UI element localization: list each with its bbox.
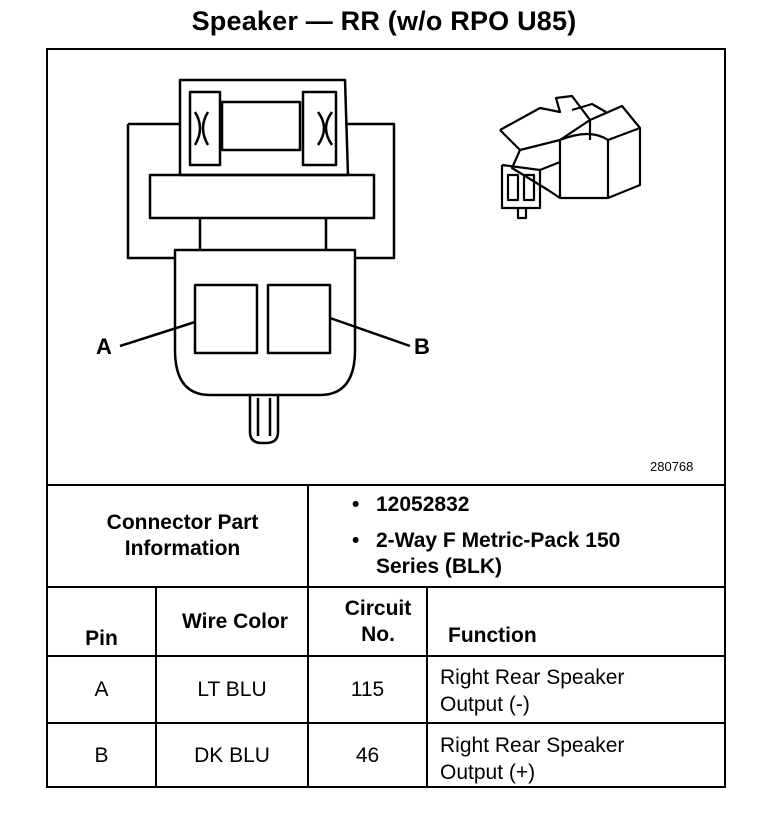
part-number-item: • 12052832 xyxy=(348,492,676,518)
pin-label-a: A xyxy=(96,334,112,359)
row-a-function: Right Rear Speaker Output (-) xyxy=(440,666,625,716)
header-circuit-no: Circuit No. xyxy=(344,597,412,646)
bullet: • xyxy=(352,493,360,516)
header-function: Function xyxy=(448,624,537,647)
table-col-rule xyxy=(426,586,428,788)
row-b-function: Right Rear Speaker Output (+) xyxy=(440,734,625,784)
bullet: • xyxy=(352,529,360,552)
part-description: 2-Way F Metric-Pack 150 Series (BLK) xyxy=(376,529,621,578)
diagram-frame xyxy=(46,48,726,788)
connector-info-list: • 12052832 • 2-Way F Metric-Pack 150 Ser… xyxy=(348,492,676,580)
row-b-pin: B xyxy=(94,744,109,767)
pin-label-b: B xyxy=(414,334,430,359)
row-a-circuit: 115 xyxy=(350,677,385,701)
part-description-item: • 2-Way F Metric-Pack 150 Series (BLK) xyxy=(348,528,676,580)
row-a-wire-color: LT BLU xyxy=(197,677,267,701)
leader-line-a xyxy=(119,320,196,348)
table-col-rule xyxy=(155,586,157,788)
cavity-b xyxy=(266,283,332,355)
row-a-pin: A xyxy=(94,677,109,701)
header-pin: Pin xyxy=(85,627,118,650)
leader-line-b xyxy=(329,316,411,348)
connector-perspective-view xyxy=(499,94,642,220)
table-col-rule xyxy=(307,484,309,788)
row-b-circuit: 46 xyxy=(355,744,380,767)
table-row-rule xyxy=(46,655,726,657)
table-top-rule xyxy=(46,484,726,486)
connector-key xyxy=(248,395,280,445)
connector-flange xyxy=(148,173,376,220)
connector-info-label: Connector Part Information xyxy=(106,511,259,560)
cavity-a xyxy=(193,283,259,355)
row-b-wire-color: DK BLU xyxy=(194,744,270,767)
part-number: 12052832 xyxy=(376,493,470,516)
table-header-rule xyxy=(46,586,726,588)
diagram-title: Speaker — RR (w/o RPO U85) xyxy=(191,6,577,36)
connector-face xyxy=(173,248,357,397)
table-row-rule xyxy=(46,722,726,724)
figure-number: 280768 xyxy=(650,459,694,474)
connector-body-outline xyxy=(126,122,396,260)
header-wire-color: Wire Color xyxy=(182,610,288,633)
